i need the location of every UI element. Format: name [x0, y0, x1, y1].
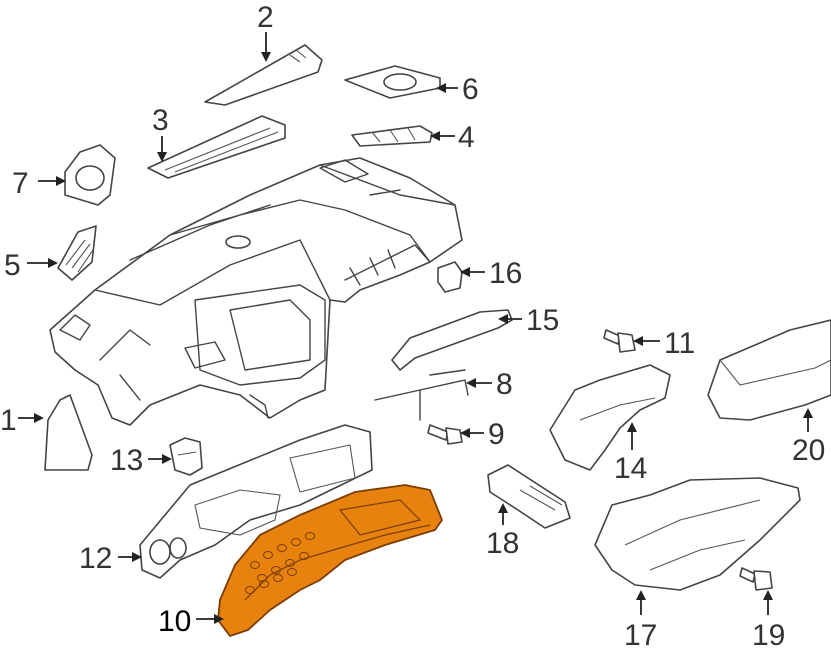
part-18-detail	[519, 485, 563, 511]
part-6-grille	[383, 73, 417, 91]
part-3-detail	[164, 127, 279, 173]
instrument-panel	[49, 157, 463, 426]
callout-19: 19	[752, 619, 785, 652]
part-5-detail	[65, 239, 94, 273]
callout-6: 6	[462, 73, 479, 106]
callout-1: 1	[0, 404, 17, 437]
part-17-detail	[624, 499, 761, 571]
callout-7: 7	[12, 167, 29, 200]
part-12-cluster-opening	[194, 489, 281, 536]
part-10-hole	[305, 532, 315, 540]
callout-4: 4	[458, 121, 475, 154]
part-10-hole	[285, 559, 295, 567]
part-10-hole	[263, 551, 273, 559]
part-14	[549, 364, 671, 471]
part-10-hole	[291, 538, 301, 546]
callout-12: 12	[79, 542, 112, 575]
callout-13: 13	[110, 444, 143, 477]
part-13-detail	[177, 451, 197, 456]
part-12-display	[289, 444, 356, 493]
part-8	[374, 369, 469, 421]
callout-20: 20	[792, 434, 825, 467]
part-17	[594, 477, 801, 591]
part-18	[487, 464, 571, 529]
callout-8: 8	[496, 368, 513, 401]
callout-2: 2	[257, 1, 274, 34]
leader-arrows	[18, 32, 813, 624]
part-2-detail	[289, 49, 307, 63]
callout-16: 16	[489, 257, 522, 290]
part-10-hole	[259, 580, 269, 588]
part-10-hole	[257, 574, 267, 582]
part-10-hole	[271, 566, 281, 574]
part-12	[139, 424, 373, 579]
part-10-hole	[287, 568, 297, 576]
callout-17: 17	[624, 619, 657, 652]
part-15	[391, 309, 513, 371]
part-20	[707, 319, 831, 421]
callout-11: 11	[664, 327, 695, 360]
callout-18: 18	[486, 527, 519, 560]
part-1	[44, 394, 93, 471]
part-20-detail	[719, 359, 831, 386]
part-11	[603, 329, 636, 353]
part-12-vent-2	[169, 537, 187, 559]
part-10-hole	[273, 574, 283, 582]
part-5	[57, 225, 97, 281]
callout-3: 3	[152, 104, 169, 137]
callout-15: 15	[526, 304, 559, 337]
part-10-highlighted	[217, 484, 444, 638]
part-13	[169, 437, 203, 476]
callout-5: 5	[4, 249, 21, 282]
callout-9: 9	[488, 418, 505, 451]
part-4-detail	[371, 127, 416, 143]
part-19	[739, 567, 773, 591]
part-14-detail	[579, 397, 656, 421]
part-2	[204, 44, 323, 106]
part-12-vent	[149, 539, 171, 565]
part-9	[427, 424, 463, 445]
part-10-hole	[245, 586, 255, 594]
callout-14: 14	[614, 452, 647, 485]
part-16	[437, 261, 463, 293]
part-10-hole	[277, 544, 287, 552]
part-10-hole	[250, 561, 260, 569]
part-4	[351, 125, 433, 147]
part-3	[147, 115, 286, 179]
part-10-hole	[299, 552, 309, 560]
part-10-holes	[245, 532, 315, 594]
callout-10: 10	[158, 605, 191, 638]
part-7-grille	[75, 165, 105, 191]
